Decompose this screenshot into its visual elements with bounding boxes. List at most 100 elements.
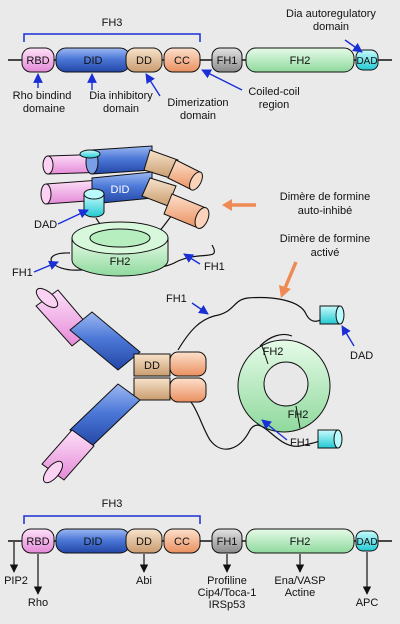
autoinhibited-fh1-arrow-right bbox=[183, 253, 201, 265]
autoinhibited-fh2-hole bbox=[89, 228, 151, 248]
donut-split-1 bbox=[261, 345, 269, 365]
autoinhibited-did-text: DID bbox=[111, 184, 130, 196]
partner-apc: APC bbox=[356, 597, 379, 609]
autoinhibited-fh2-text: FH2 bbox=[110, 256, 131, 268]
active-dd-text: DD bbox=[144, 360, 160, 372]
dad-label-2: domain bbox=[313, 21, 349, 33]
lower-cc-cap bbox=[194, 207, 210, 229]
top-fh1-domain bbox=[211, 47, 243, 73]
top-fh3-bracket bbox=[23, 33, 201, 42]
active-upper-arm: DD bbox=[35, 287, 207, 377]
active-fh1-upper bbox=[177, 296, 323, 351]
bottom-cc-domain bbox=[163, 528, 201, 554]
partner-actine: Actine bbox=[285, 587, 316, 599]
dd-arrow bbox=[145, 73, 161, 97]
bottom-dd-domain bbox=[125, 528, 163, 554]
active-fh1-link bbox=[259, 333, 293, 347]
dd-label-2: domain bbox=[180, 110, 216, 122]
top-domain-bar: FH3 RBD DID DD CC FH1 FH2 DAD Rho bindin… bbox=[8, 8, 392, 122]
bottom-dad-text: DAD bbox=[356, 537, 377, 548]
top-fh2-text: FH2 bbox=[290, 55, 311, 67]
bottom-fh3-bracket bbox=[23, 515, 201, 524]
active-dad-upper-cap bbox=[335, 305, 345, 325]
orange-arrow-down bbox=[283, 261, 298, 289]
cc-label-2: region bbox=[259, 99, 290, 111]
dad-arrow bbox=[344, 39, 363, 53]
active-fh1-lower bbox=[179, 391, 321, 450]
partner-pip2: PIP2 bbox=[4, 575, 28, 587]
active-dad-label: DAD bbox=[350, 350, 373, 362]
active-caption-2: activé bbox=[311, 247, 340, 259]
bottom-dd-text: DD bbox=[136, 536, 152, 548]
did-label-2: domain bbox=[103, 103, 139, 115]
active-fh2-hole bbox=[263, 361, 309, 407]
top-cc-text: CC bbox=[174, 55, 190, 67]
active-fh2-donut: FH2 FH2 bbox=[237, 339, 331, 433]
active-lower-rbd-cap bbox=[42, 460, 64, 484]
dad-label-1: Dia autoregulatory bbox=[286, 8, 376, 20]
bottom-did-text: DID bbox=[84, 536, 103, 548]
active-fh1-label-bottom: FH1 bbox=[290, 437, 311, 449]
active-upper-rbd-cap bbox=[35, 287, 59, 309]
autoinhibited-fh1-arrow-left bbox=[33, 260, 59, 273]
bottom-cc-text: CC bbox=[174, 536, 190, 548]
lower-rbd-cap bbox=[40, 183, 52, 205]
bottom-fh2-domain bbox=[245, 528, 355, 554]
orange-arrow-left-head bbox=[222, 199, 232, 211]
top-rbd-domain bbox=[21, 47, 55, 73]
active-dad-arrow bbox=[341, 325, 355, 347]
active-dimer: DD FH2 FH2 FH1 bbox=[35, 287, 373, 484]
top-fh2-domain bbox=[245, 47, 355, 73]
dad-cylinder-top bbox=[83, 188, 105, 200]
upper-cc-cap bbox=[189, 171, 203, 191]
top-cc-domain bbox=[163, 47, 201, 73]
partner-cip4: Cip4/Toca-1 bbox=[198, 587, 257, 599]
partner-irsp53: IRSp53 bbox=[209, 599, 246, 611]
active-fh1-arrow-top bbox=[191, 302, 209, 315]
active-dad-lower bbox=[317, 429, 343, 449]
cc-label-1: Coiled-coil bbox=[248, 86, 299, 98]
active-dad-upper bbox=[319, 305, 345, 325]
top-dad-text: DAD bbox=[356, 56, 377, 67]
donut-split-2 bbox=[295, 405, 301, 429]
orange-arrow-down-head bbox=[279, 285, 291, 298]
active-dad-lower-cap bbox=[333, 429, 343, 449]
active-fh2-text-bottom: FH2 bbox=[288, 409, 309, 421]
partner-abi: Abi bbox=[136, 575, 152, 587]
top-dd-domain bbox=[125, 47, 163, 73]
autoinhibited-caption-2: auto-inhibé bbox=[298, 205, 352, 217]
top-fh3-label: FH3 bbox=[102, 17, 123, 29]
upper-dad-cap bbox=[79, 149, 101, 159]
top-fh1-text: FH1 bbox=[217, 55, 238, 67]
top-dd-text: DD bbox=[136, 55, 152, 67]
top-dad-domain bbox=[355, 49, 379, 71]
active-caption-1: Dimère de formine bbox=[280, 233, 370, 245]
partner-ena-vasp: Ena/VASP bbox=[274, 575, 325, 587]
upper-rbd-cap bbox=[42, 155, 54, 175]
active-fh1-label-top: FH1 bbox=[166, 293, 187, 305]
top-did-text: DID bbox=[84, 55, 103, 67]
autoinhibited-fh1-label-right: FH1 bbox=[204, 261, 225, 273]
autoinhibited-upper-arm bbox=[42, 145, 203, 191]
autoinhibited-dimer: FH2 DID DAD FH1 bbox=[12, 145, 225, 279]
cc-arrow bbox=[201, 69, 243, 91]
bottom-fh2-text: FH2 bbox=[290, 536, 311, 548]
autoinhibited-fh1-label-left: FH1 bbox=[12, 267, 33, 279]
active-lower-cc bbox=[169, 377, 207, 403]
active-lower-arm bbox=[41, 377, 207, 484]
active-upper-cc bbox=[169, 351, 207, 377]
bottom-fh1-domain bbox=[211, 528, 243, 554]
bottom-rbd-domain bbox=[21, 528, 55, 554]
bottom-dad-domain bbox=[355, 530, 379, 552]
bottom-fh1-text: FH1 bbox=[217, 536, 238, 548]
partner-profiline: Profiline bbox=[207, 575, 247, 587]
autoinhibited-caption-1: Dimère de formine bbox=[280, 191, 370, 203]
top-rbd-text: RBD bbox=[26, 55, 49, 67]
bottom-fh3-label: FH3 bbox=[102, 498, 123, 510]
bottom-domain-bar: FH3 RBD DID DD CC FH1 FH2 DAD PIP2 Rho A… bbox=[4, 498, 392, 611]
rbd-label-1: Rho bindind bbox=[13, 90, 72, 102]
autoinhibited-dad bbox=[83, 188, 105, 218]
active-fh2-text-top: FH2 bbox=[263, 346, 284, 358]
autoinhibited-dad-label: DAD bbox=[34, 219, 57, 231]
